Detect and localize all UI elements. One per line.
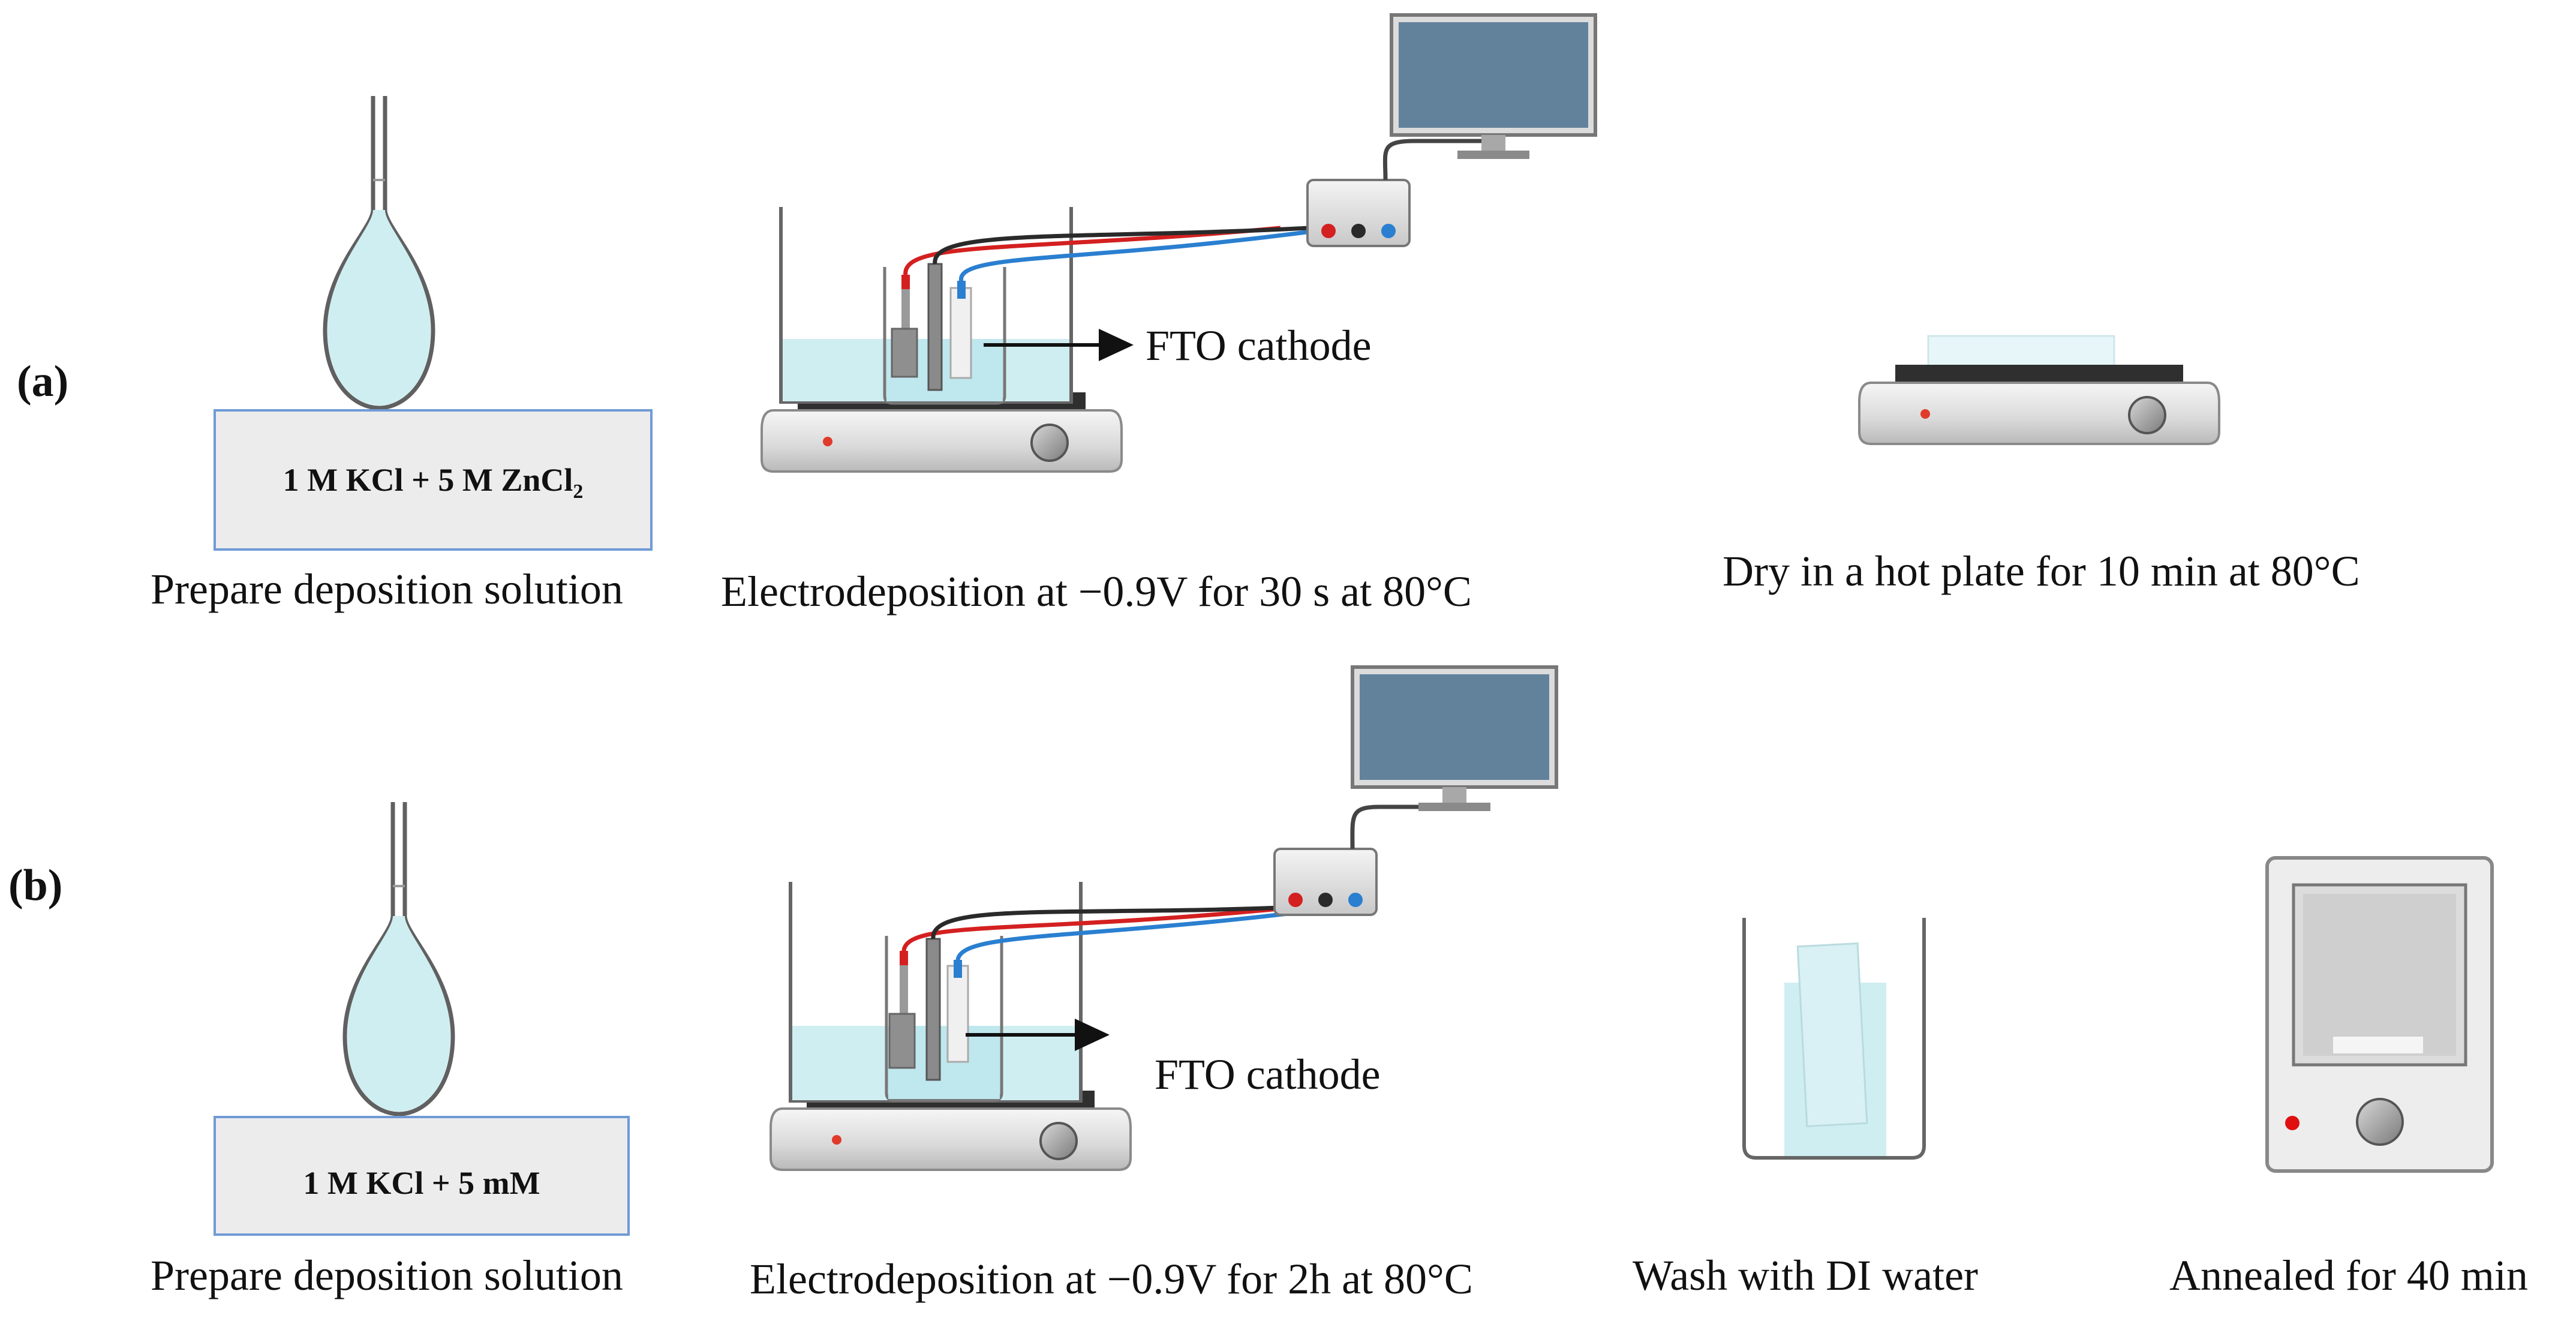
electrodeposition-setup-b: FTO cathode [770,667,1556,1171]
caption-prepare-b: Prepare deposition solution [151,1251,623,1299]
row-label-a: (a) [17,357,68,406]
row-label-b: (b) [8,861,62,910]
drying-setup [1858,335,2220,445]
potentiostat-icon [1273,848,1378,916]
caption-wash: Wash with DI water [1633,1251,1978,1299]
arrow-right-icon [1099,329,1134,361]
volumetric-flask-icon [325,96,433,408]
solution-text-b: 1 M KCl + 5 mM [303,1165,540,1201]
solution-box-b [214,1116,630,1236]
caption-electrodeposition-b: Electrodeposition at −0.9V for 2h at 80°… [750,1255,1473,1303]
monitor-icon [1391,15,1595,159]
solution-box-a [214,409,653,551]
caption-electrodeposition-a: Electrodeposition at −0.9V for 30 s at 8… [721,568,1472,616]
fto-label-b: FTO cathode [1155,1050,1381,1098]
caption-dry-a: Dry in a hot plate for 10 min at 80°C [1723,547,2360,595]
caption-anneal: Annealed for 40 min [2169,1251,2528,1299]
hot-plate-icon [1858,364,2220,445]
oven-icon [2265,856,2494,1173]
monitor-icon [1352,667,1556,811]
caption-prepare-a: Prepare deposition solution [151,565,623,613]
volumetric-flask-icon [345,802,453,1114]
sample-slide [1796,942,1868,1127]
wash-beaker-icon [1742,918,1926,1160]
electrodeposition-setup-a: FTO cathode [761,15,1595,473]
fto-label-a: FTO cathode [1146,322,1372,370]
potentiostat-icon [1306,179,1411,247]
arrow-right-icon [1075,1019,1110,1051]
solution-text-a: 1 M KCl + 5 M ZnCl2 [283,462,584,503]
